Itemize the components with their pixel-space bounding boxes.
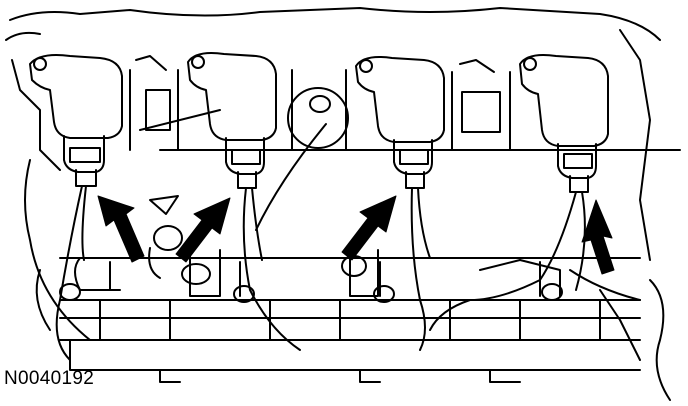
- arrow-3: [341, 195, 397, 261]
- ignition-coil-2: [187, 52, 277, 189]
- fuel-rail: [35, 249, 641, 383]
- arrow-2: [175, 197, 231, 263]
- ignition-coil-4: [519, 54, 609, 193]
- figure-id-label: N0040192: [4, 368, 95, 389]
- coil-brackets: [129, 55, 511, 151]
- arrow-4: [581, 199, 615, 275]
- injectors: [59, 195, 563, 303]
- ignition-coil-3: [355, 56, 445, 189]
- sensor-cap: [287, 87, 349, 149]
- arrow-1: [97, 195, 145, 263]
- ignition-coil-1: [29, 54, 123, 187]
- wiring-harness: [55, 123, 586, 361]
